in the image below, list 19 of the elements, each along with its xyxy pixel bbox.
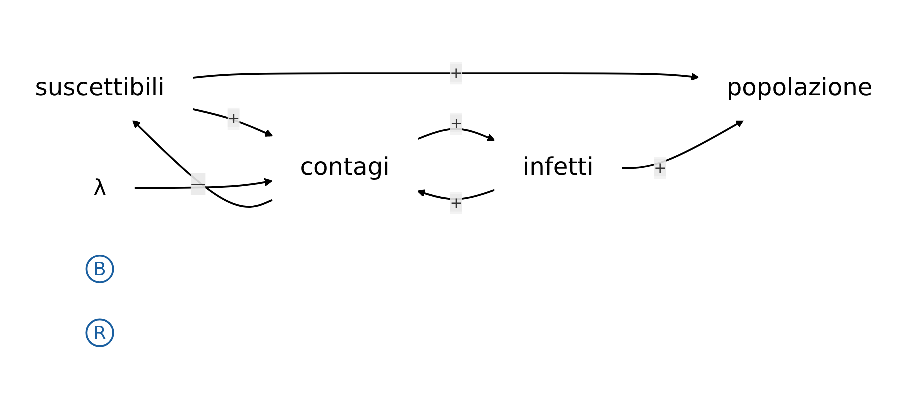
arrow <box>417 189 496 200</box>
edge-label: + <box>450 64 463 82</box>
node-text: suscettibili <box>35 74 165 102</box>
node-text: contagi <box>300 154 390 182</box>
arrow <box>192 72 700 81</box>
arrow <box>622 120 744 169</box>
node-text: popolazione <box>726 74 873 102</box>
edge-label: + <box>654 158 667 176</box>
node-circle: B <box>86 254 114 284</box>
node-text: λ <box>93 174 107 201</box>
edge-label: — <box>190 174 206 193</box>
edge-label: + <box>450 194 463 212</box>
arrow <box>134 178 273 189</box>
arrow <box>417 128 496 142</box>
node-text: infetti <box>522 154 594 182</box>
arrow <box>132 120 273 208</box>
edge-label: + <box>450 114 463 132</box>
node-circle: R <box>86 318 114 348</box>
edge-label: + <box>228 110 240 128</box>
